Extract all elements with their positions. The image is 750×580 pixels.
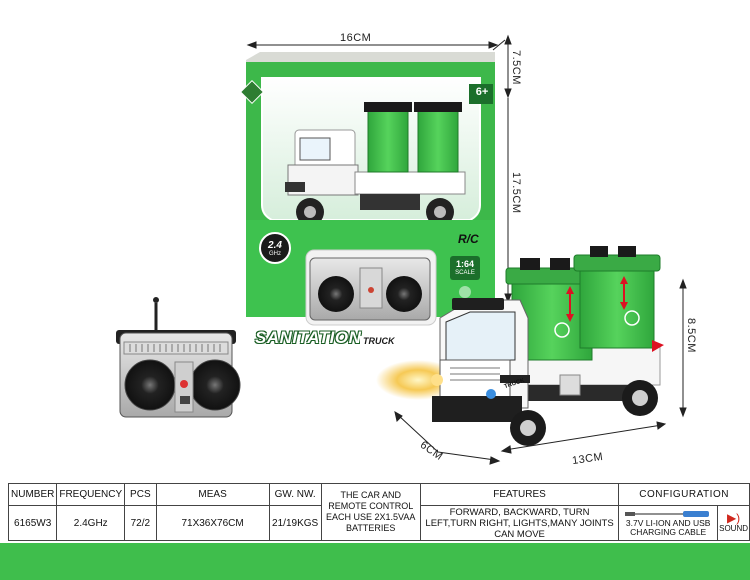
- scale-label: 1:64: [455, 259, 474, 269]
- header-meas: MEAS: [155, 483, 270, 506]
- header-number: NUMBER: [7, 483, 58, 506]
- battery-note: THE CAR AND REMOTE CONTROL EACH USE 2X1.…: [320, 483, 421, 541]
- cell-meas: 71X36X76CM: [155, 505, 270, 541]
- usb-cable-icon: [624, 511, 709, 517]
- cell-sound: ▶) SOUND: [717, 505, 750, 541]
- sound-label: SOUND: [719, 524, 749, 533]
- cell-features: FORWARD, BACKWARD, TURN LEFT,TURN RIGHT,…: [419, 505, 620, 541]
- truck-subtitle: TRUCK: [360, 336, 398, 346]
- truck-photo: [376, 246, 664, 446]
- cell-pcs: 72/2: [124, 505, 157, 541]
- header-pcs: PCS: [124, 483, 157, 506]
- header-features: FEATURES: [419, 483, 620, 506]
- ghz-badge: GHz: [269, 251, 281, 257]
- cell-charging-cable: 3.7V LI-ION AND USB CHARGING CABLE: [618, 505, 719, 541]
- truck-height-label: 8.5CM: [685, 318, 697, 353]
- box-height-label: 17.5CM: [510, 172, 522, 214]
- header-weight: GW. NW.: [268, 483, 322, 506]
- header-frequency: FREQUENCY: [56, 483, 126, 506]
- box-dimension-lines: [246, 34, 512, 304]
- freq-badge: 2.4: [268, 240, 282, 251]
- box-width-label: 16CM: [340, 32, 372, 44]
- sanitation-title: SANITATION: [255, 328, 362, 347]
- cell-weight: 21/19KGS: [268, 505, 322, 541]
- spec-table: NUMBER FREQUENCY PCS MEAS GW. NW. THE CA…: [7, 483, 750, 541]
- header-configuration: CONFIGURATION: [618, 483, 750, 506]
- bottom-green-bar: [0, 543, 750, 580]
- cell-number: 6165W3: [7, 505, 58, 541]
- truck-dimension-lines: [394, 278, 687, 465]
- boxed-remote: [309, 257, 431, 321]
- scale-sublabel: SCALE: [455, 270, 475, 276]
- age-badge: 6+: [475, 86, 489, 98]
- remote-control: [116, 297, 241, 418]
- sound-icon: ▶): [726, 511, 741, 525]
- cell-frequency: 2.4GHz: [56, 505, 126, 541]
- box-depth-label: 7.5CM: [510, 50, 522, 85]
- charging-cable-label: 3.7V LI-ION AND USB CHARGING CABLE: [625, 518, 711, 537]
- rc-label: R/C: [458, 232, 479, 246]
